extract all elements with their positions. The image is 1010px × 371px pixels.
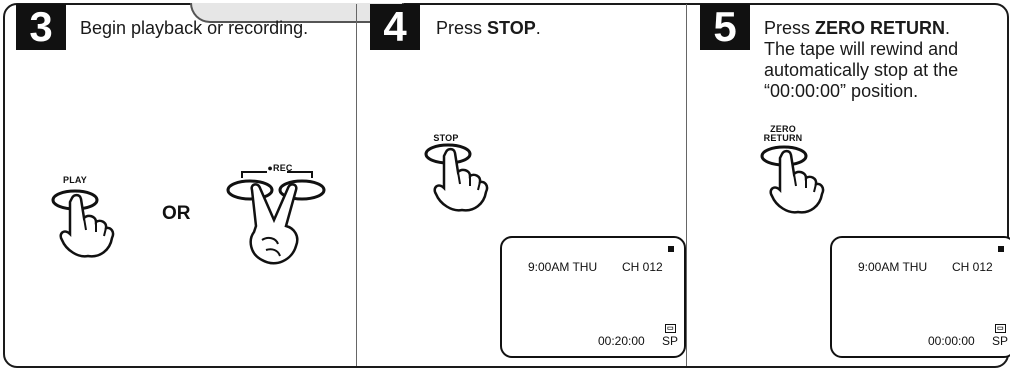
zero-return-keyword: ZERO RETURN — [815, 18, 945, 38]
step-5-number: 5 — [700, 4, 750, 50]
cassette-icon: ▭ — [995, 324, 1006, 333]
screen-tape-speed: SP — [662, 334, 678, 348]
stop-indicator-icon — [998, 246, 1004, 252]
step-5-text: Press ZERO RETURN. The tape will rewind … — [764, 18, 999, 102]
hand-pressing-play-icon — [40, 184, 130, 264]
screen-time-day: 9:00AM THU — [858, 260, 927, 274]
hand-pressing-stop-icon — [416, 140, 506, 220]
screen-channel: CH 012 — [622, 260, 663, 274]
hand-pressing-rec-icon — [222, 160, 332, 270]
column-divider — [356, 4, 357, 366]
tv-screen-display: 9:00AM THU CH 012 ▭ 00:00:00 SP — [830, 236, 1010, 358]
zero-return-button-label: ZERO RETURN — [758, 125, 808, 143]
or-label: OR — [162, 203, 191, 225]
screen-time-day: 9:00AM THU — [528, 260, 597, 274]
step-3-number: 3 — [16, 4, 66, 50]
hand-pressing-zero-return-icon — [752, 142, 842, 222]
screen-counter: 00:20:00 — [598, 334, 645, 348]
column-divider — [686, 4, 687, 366]
screen-channel: CH 012 — [952, 260, 993, 274]
stop-indicator-icon — [668, 246, 674, 252]
cassette-icon: ▭ — [665, 324, 676, 333]
tv-screen-display: 9:00AM THU CH 012 ▭ 00:20:00 SP — [500, 236, 686, 358]
screen-counter: 00:00:00 — [928, 334, 975, 348]
screen-tape-speed: SP — [992, 334, 1008, 348]
step-3-text: Begin playback or recording. — [80, 18, 308, 39]
step-4-number: 4 — [370, 4, 420, 50]
step-4-text: Press STOP. — [436, 18, 541, 39]
stop-keyword: STOP — [487, 18, 536, 38]
